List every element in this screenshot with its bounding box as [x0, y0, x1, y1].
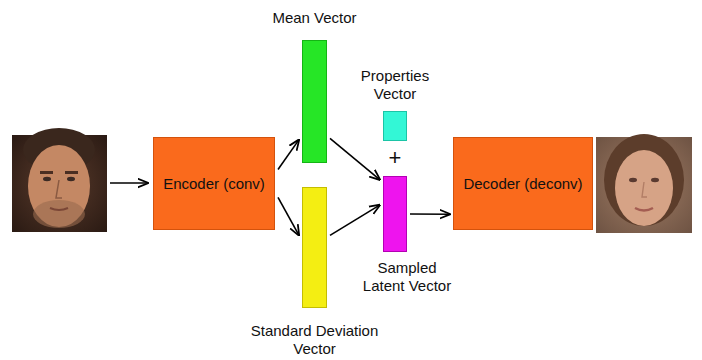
- box-label: Encoder (conv): [157, 175, 271, 193]
- nose: [642, 182, 647, 197]
- std-vector-bar: Standard Deviation Vector: [302, 187, 327, 308]
- vector-label: Mean Vector: [235, 9, 395, 27]
- mean-vector-bar: Mean Vector: [302, 40, 327, 163]
- vector-label: Standard Deviation Vector: [240, 322, 390, 358]
- encoder-box: Encoder (conv): [153, 137, 275, 230]
- beard: [33, 200, 85, 228]
- properties-vector-box: Properties Vector: [383, 111, 407, 141]
- face: [28, 145, 90, 227]
- eye: [43, 177, 51, 181]
- eye: [629, 178, 637, 182]
- flow-arrow: [278, 197, 299, 235]
- flow-arrow: [330, 205, 380, 236]
- brow: [40, 171, 53, 174]
- nose: [56, 180, 62, 198]
- flow-arrow: [330, 138, 380, 179]
- box-label: Decoder (deconv): [457, 175, 588, 193]
- plus-sign: +: [389, 146, 402, 170]
- eye: [67, 177, 75, 181]
- input-arrow: [110, 182, 148, 184]
- eye: [651, 178, 659, 182]
- mouth: [635, 208, 653, 211]
- vector-label: Properties Vector: [355, 67, 435, 103]
- output-face: [596, 134, 692, 233]
- mouth: [50, 208, 68, 210]
- vector-label: Sampled Latent Vector: [357, 259, 457, 295]
- decoder-box: Decoder (deconv): [453, 137, 593, 230]
- flow-arrow: [278, 140, 299, 170]
- hair: [604, 134, 684, 226]
- brow: [65, 171, 78, 174]
- flow-arrow: [410, 213, 450, 215]
- input-face: [12, 128, 107, 232]
- face: [615, 150, 673, 226]
- latent-vector-bar: Sampled Latent Vector: [383, 176, 407, 252]
